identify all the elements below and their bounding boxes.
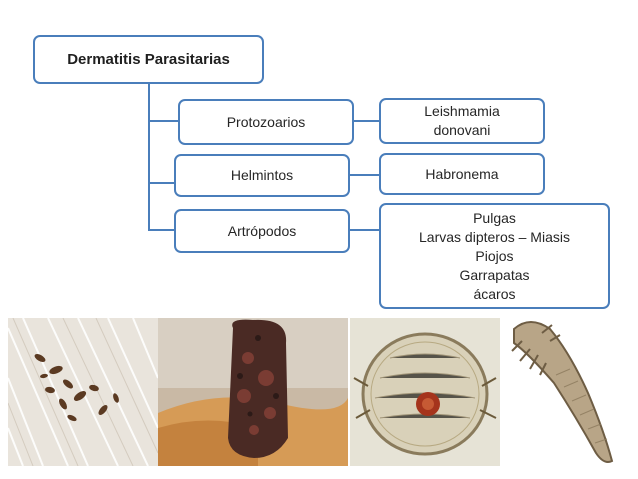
examples-helmintos: Habronema (379, 153, 545, 195)
connector-protozoarios (148, 120, 178, 122)
category-label: Protozoarios (226, 113, 306, 130)
connector-helmintos-example (349, 174, 379, 176)
demodex-mite-photo (500, 313, 622, 468)
root-node: Dermatitis Parasitarias (33, 35, 264, 84)
mite-micrograph-photo (350, 318, 500, 466)
connector-protozoarios-example (353, 120, 379, 122)
connector-trunk (148, 83, 150, 230)
connector-helmintos (148, 182, 174, 184)
example-item: donovani (433, 122, 491, 138)
skin-lesion-photo (158, 318, 348, 466)
example-item: Habronema (425, 165, 499, 182)
category-protozoarios: Protozoarios (178, 99, 354, 145)
category-label: Artrópodos (227, 222, 297, 239)
example-item: ácaros (473, 285, 516, 302)
example-item: Piojos (475, 247, 514, 264)
example-item: Larvas dipteros – Miasis (419, 228, 570, 245)
example-item: Leishmamia (424, 103, 500, 119)
connector-artropodos-example (349, 229, 379, 231)
example-item: Garrapatas (459, 266, 530, 283)
examples-protozoarios: Leishmamia donovani (379, 98, 545, 144)
root-label: Dermatitis Parasitarias (67, 51, 230, 68)
category-artropodos: Artrópodos (174, 209, 350, 253)
category-label: Helmintos (230, 167, 294, 183)
example-item: Pulgas (473, 209, 516, 226)
fleas-in-fur-photo (8, 318, 158, 466)
connector-artropodos (148, 229, 174, 231)
examples-artropodos: Pulgas Larvas dipteros – Miasis Piojos G… (379, 203, 610, 309)
category-helmintos: Helmintos (174, 154, 350, 197)
